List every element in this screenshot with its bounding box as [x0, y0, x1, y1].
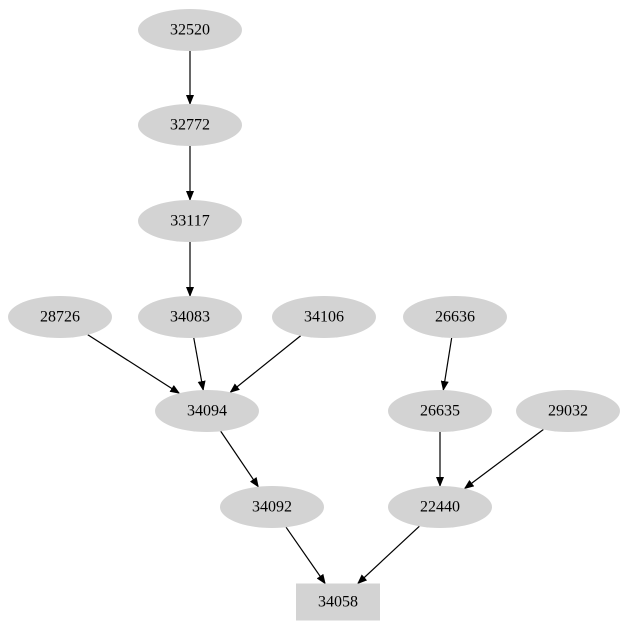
node-34094: 34094 — [155, 390, 259, 432]
node-label: 33117 — [170, 213, 209, 230]
node-26636: 26636 — [403, 296, 507, 338]
node-label: 32772 — [170, 117, 210, 134]
node-32772: 32772 — [138, 104, 242, 146]
node-ellipse-shape — [388, 486, 492, 528]
edge-34106-34094 — [229, 335, 302, 393]
node-34106: 34106 — [272, 296, 376, 338]
node-ellipse-shape — [155, 390, 259, 432]
node-ellipse-shape — [8, 296, 112, 338]
node-label: 34106 — [304, 309, 344, 326]
node-28726: 28726 — [8, 296, 112, 338]
node-label: 26635 — [420, 403, 460, 420]
node-label: 29032 — [548, 403, 588, 420]
edge-34094-34092 — [220, 430, 259, 488]
node-label: 34083 — [170, 309, 210, 326]
node-ellipse-shape — [138, 104, 242, 146]
edge-34083-34094 — [193, 337, 206, 392]
node-ellipse-shape — [388, 390, 492, 432]
node-ellipse-shape — [220, 486, 324, 528]
node-26635: 26635 — [388, 390, 492, 432]
edge-22440-34058 — [357, 525, 420, 585]
node-33117: 33117 — [138, 200, 242, 242]
node-29032: 29032 — [516, 390, 620, 432]
node-ellipse-shape — [138, 296, 242, 338]
node-ellipse-shape — [138, 9, 242, 51]
node-label: 22440 — [420, 499, 460, 516]
node-34058: 34058 — [296, 583, 380, 621]
node-32520: 32520 — [138, 9, 242, 51]
edge-28726-34094 — [87, 334, 181, 394]
node-34092: 34092 — [220, 486, 324, 528]
node-label: 34058 — [318, 594, 358, 611]
node-22440: 22440 — [388, 486, 492, 528]
node-ellipse-shape — [272, 296, 376, 338]
node-label: 34094 — [187, 403, 227, 420]
node-34083: 34083 — [138, 296, 242, 338]
node-ellipse-shape — [516, 390, 620, 432]
node-label: 34092 — [252, 499, 292, 516]
edge-26636-26635 — [440, 337, 453, 392]
node-label: 32520 — [170, 22, 210, 39]
edge-34092-34058 — [285, 526, 326, 585]
node-label: 26636 — [435, 309, 475, 326]
edge-29032-22440 — [463, 429, 544, 490]
node-box-shape — [296, 583, 380, 621]
node-ellipse-shape — [138, 200, 242, 242]
node-label: 28726 — [40, 309, 80, 326]
node-ellipse-shape — [403, 296, 507, 338]
